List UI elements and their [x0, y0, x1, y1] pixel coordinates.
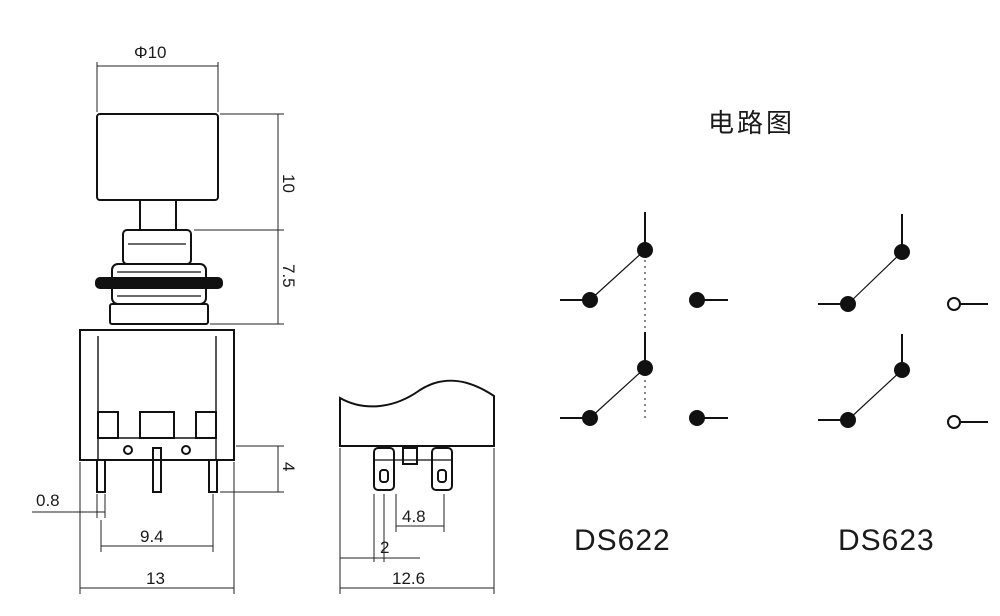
knob-cap: [96, 113, 219, 201]
dim-side-pin-offset: 2: [380, 538, 389, 557]
dim-side-pin-pitch: 4.8: [402, 507, 426, 526]
circuit-title: 电路图: [708, 108, 795, 138]
dim-bushing-height: 7.5: [279, 264, 298, 288]
dim-pin-length: 4: [279, 462, 298, 471]
side-dimensions: [339, 448, 495, 594]
side-view: [339, 379, 495, 491]
dim-knob-height: 10: [279, 174, 298, 193]
circuit-ds623: [818, 214, 988, 429]
side-body: [339, 379, 495, 447]
pin-left: [96, 459, 106, 493]
washer: [95, 277, 223, 289]
side-dim-labels: 4.8 2 12.6: [380, 507, 426, 588]
dim-body-width: 13: [146, 569, 165, 588]
model-label-ds623: DS623: [838, 524, 935, 557]
front-dimensions: [32, 62, 284, 594]
dim-side-width: 12.6: [392, 569, 425, 588]
knob-stem: [139, 199, 177, 231]
dim-pin-pitch: 9.4: [140, 527, 164, 546]
front-dim-labels: Φ10 10 7.5 4 0.8 9.4 13: [36, 43, 298, 588]
dim-pin-width: 0.8: [36, 491, 60, 510]
model-label-ds622: DS622: [574, 524, 671, 557]
pin-middle: [152, 447, 162, 493]
dim-knob-diameter: Φ10: [134, 43, 166, 62]
front-view: [79, 113, 235, 493]
switch-body: [79, 329, 235, 461]
circuit-ds622: [560, 212, 728, 426]
pin-right: [208, 459, 218, 493]
bushing: [122, 229, 192, 265]
